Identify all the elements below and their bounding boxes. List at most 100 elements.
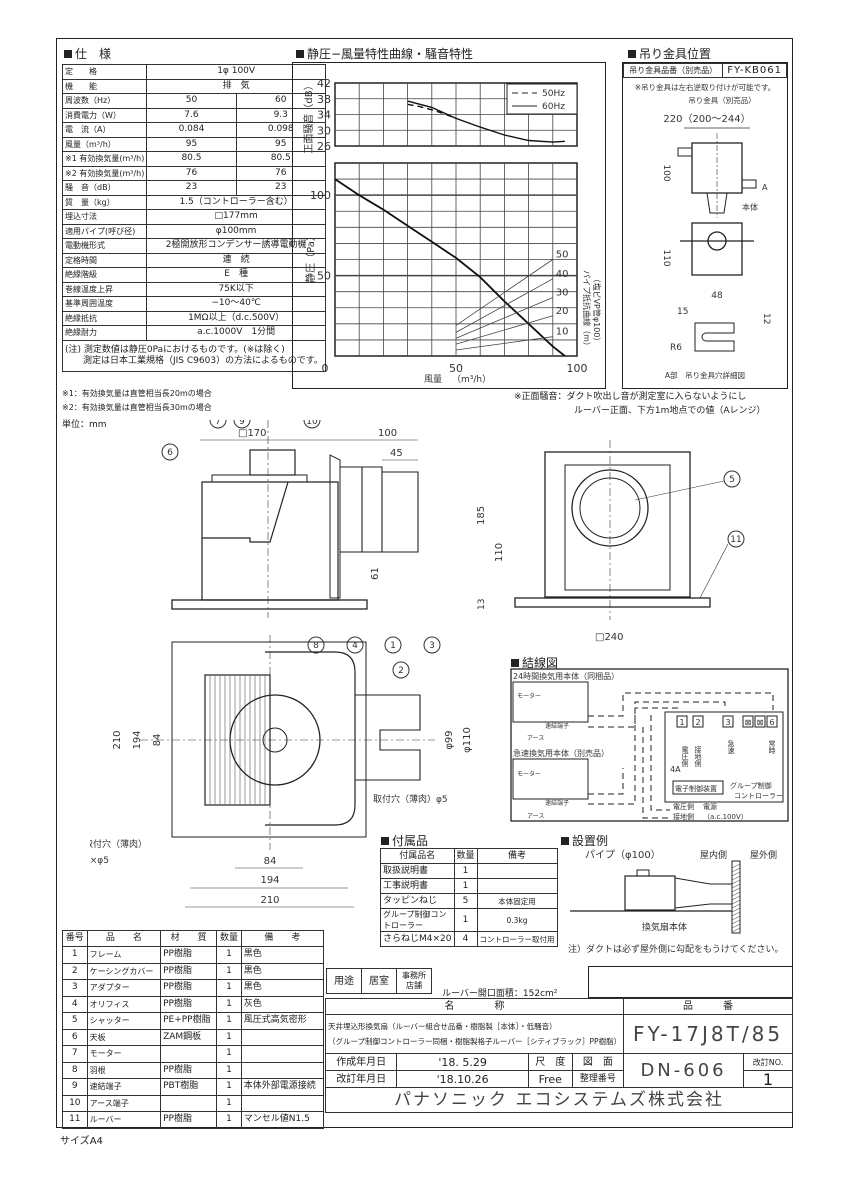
wiring-t2: 接地側 bbox=[694, 745, 702, 767]
accessory-qty: 1 bbox=[453, 863, 478, 879]
accessory-name: さらねじM4×20 bbox=[380, 931, 455, 947]
pipe-resistance-label: 40 bbox=[556, 269, 569, 280]
wiring-motor-1: モーター bbox=[517, 692, 541, 700]
name-line-2: （グループ制御コントローラー同梱・樹脂製格子ルーバー［シティブラック］PP樹脂） bbox=[328, 1037, 622, 1046]
callout-11: 11 bbox=[730, 535, 741, 545]
revision-number: 1 bbox=[743, 1070, 793, 1088]
spec-note-1: (注) 測定数値は静圧0Paにおけるものです。(※は除く) bbox=[65, 344, 285, 355]
created-date: '18. 5.29 bbox=[396, 1053, 529, 1071]
accessory-remark: 0.3kg bbox=[476, 908, 558, 932]
noise-line-60hz bbox=[407, 100, 565, 143]
spec-row: 適用パイプ(呼び径)φ100mm bbox=[61, 223, 326, 239]
revision-label: 改訂NO. bbox=[743, 1053, 793, 1071]
part-number: 5 bbox=[62, 1012, 88, 1030]
callout-3: 3 bbox=[429, 641, 435, 651]
part-qty: 1 bbox=[216, 1028, 242, 1046]
dim-84-h: 84 bbox=[264, 856, 277, 867]
callout-8: 8 bbox=[313, 641, 319, 651]
noise-y-tick: 38 bbox=[317, 93, 331, 106]
spec-row: 質 量（kg）1.5（コントローラー含む） bbox=[61, 194, 326, 210]
spec-label: 風量（m³/h） bbox=[61, 136, 148, 152]
terminal-label: 2 bbox=[695, 718, 700, 727]
wiring-t1: 電圧側 bbox=[681, 746, 689, 767]
accessory-remark: コントローラー取付用 bbox=[476, 931, 558, 947]
pipe-label-1: パイプ抵抗曲線（m） bbox=[582, 270, 592, 350]
dim-240: □240 bbox=[595, 632, 624, 643]
callout-4: 4 bbox=[352, 641, 358, 651]
spec-value: 1.5（コントローラー含む） bbox=[146, 194, 326, 210]
callout-1: 1 bbox=[390, 641, 396, 651]
bracket-label: 吊り金具（別売品） bbox=[688, 95, 756, 105]
noise-note-2: ルーバー正面、下方1m地点での値（Aレンジ） bbox=[574, 406, 766, 416]
x-label: 風量 bbox=[424, 374, 442, 385]
paper-size: サイズA4 bbox=[60, 1136, 103, 1147]
spec-label: 埋込寸法 bbox=[61, 209, 148, 225]
noise-y-tick: 26 bbox=[317, 140, 331, 153]
wall-hatch bbox=[731, 891, 741, 897]
part-remark bbox=[240, 1028, 325, 1046]
accessory-name: 工事説明書 bbox=[380, 878, 455, 894]
spec-label: 絶縁階級 bbox=[61, 267, 148, 283]
wiring-t3: 急速 bbox=[727, 739, 735, 755]
louver-area: ルーバー開口面積：152cm² bbox=[442, 989, 558, 999]
part-qty: 1 bbox=[216, 995, 242, 1013]
created-label: 作成年月日 bbox=[324, 1053, 398, 1071]
hanger-drawing: ※吊り金具は左右逆取り付けが可能です。 吊り金具（別売品） 220（200〜24… bbox=[635, 82, 776, 380]
wall-hatch bbox=[731, 907, 741, 913]
x-tick: 100 bbox=[567, 362, 588, 375]
wiring-power-spec: （a.c.100V） bbox=[703, 813, 748, 821]
wall-hatch bbox=[731, 923, 741, 929]
pipe-resistance-line-20 bbox=[455, 315, 553, 345]
wiring-terminal-2: 速結端子 bbox=[545, 799, 569, 807]
hole-label-left-1: 取付穴（薄肉） bbox=[90, 838, 147, 850]
hole-label-left-2: 8×φ5 bbox=[90, 856, 109, 866]
part-material: PP樹脂 bbox=[160, 946, 218, 964]
noise-y-tick: 42 bbox=[317, 77, 331, 90]
part-number: 1 bbox=[62, 946, 88, 964]
spec-label: 騒 音（dB） bbox=[61, 180, 148, 196]
callout-10: 10 bbox=[306, 420, 318, 427]
spec-value-50hz: 95 bbox=[146, 136, 237, 152]
hanger-part-table: 吊り金具品番（別売品）FY-KB061 bbox=[622, 63, 787, 78]
use-2b: 店舗 bbox=[406, 981, 422, 990]
spec-label: ※2 有効換気量(m³/h) bbox=[61, 165, 148, 181]
wall-hatch bbox=[731, 927, 741, 933]
dim-45: 45 bbox=[390, 448, 403, 459]
spec-row: 機 能排 気 bbox=[61, 78, 326, 94]
wall-hatch bbox=[731, 919, 741, 925]
use-table: 用途 居室 事務所店舗 bbox=[326, 968, 432, 994]
dim-side-100: 100 bbox=[378, 428, 397, 439]
wall-hatch bbox=[731, 875, 741, 881]
accessory-qty: 1 bbox=[453, 908, 478, 932]
spec-label: 絶縁耐力 bbox=[61, 325, 148, 341]
noise-note-1: ※正面騒音：ダクト吹出し音が測定室に入らないようにし bbox=[514, 392, 747, 402]
body-label: 本体 bbox=[742, 202, 758, 212]
part-name: ルーバー bbox=[86, 1111, 162, 1129]
accessory-remark: 本体固定用 bbox=[476, 893, 558, 909]
dim-210-h: 210 bbox=[260, 895, 279, 906]
spec-value-60hz: 80.5 bbox=[235, 151, 326, 167]
part-remark bbox=[240, 1045, 325, 1063]
terminal-label: ⊠ bbox=[757, 718, 764, 727]
spec-value: □177mm bbox=[146, 209, 326, 225]
detail-caption: A部 吊り金具穴詳細図 bbox=[665, 370, 745, 380]
rear-view-drawing: 185 110 13 □240 5 11 bbox=[476, 440, 745, 643]
terminal-box bbox=[754, 715, 766, 728]
pressure-y-tick: 50 bbox=[317, 270, 331, 283]
terminal-box bbox=[766, 715, 778, 728]
wall-hatch bbox=[731, 883, 741, 889]
part-remark: マンセル値N1.5 bbox=[240, 1111, 325, 1129]
spec-value-50hz: 76 bbox=[146, 165, 237, 181]
legend-50hz: 50Hz bbox=[542, 89, 565, 99]
part-material: PP樹脂 bbox=[160, 1061, 218, 1079]
hanger-title: 吊り金具位置 bbox=[628, 45, 711, 62]
spec-label: 機 能 bbox=[61, 78, 148, 94]
